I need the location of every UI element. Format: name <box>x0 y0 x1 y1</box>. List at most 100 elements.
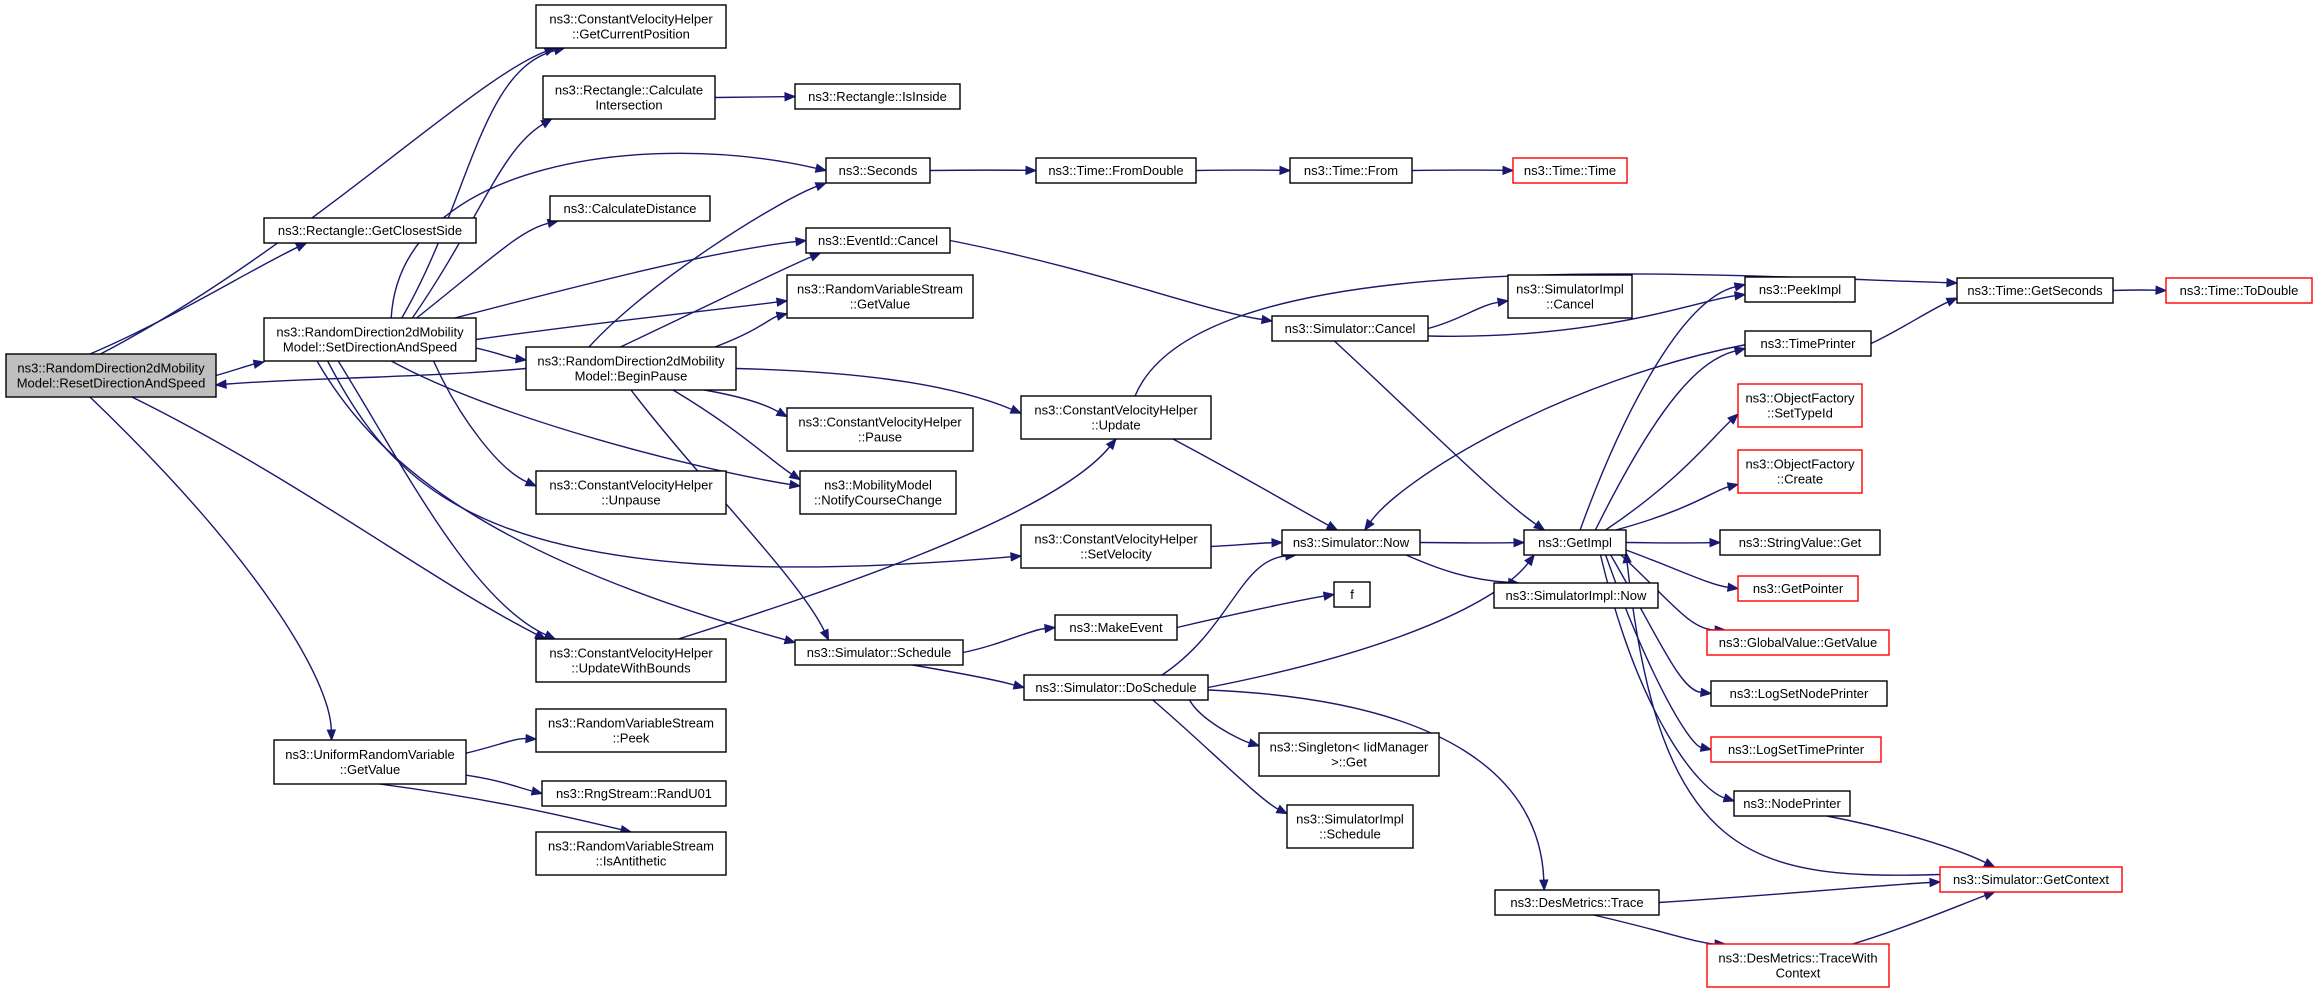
graph-node-updbounds[interactable]: ns3::ConstantVelocityHelper::UpdateWithB… <box>535 638 727 683</box>
arrowhead-icon <box>1260 314 1274 325</box>
graph-node-isinside[interactable]: ns3::Rectangle::IsInside <box>794 83 961 110</box>
edge-line <box>1176 595 1325 629</box>
edge-line <box>225 367 527 385</box>
graph-node-getcurpos[interactable]: ns3::ConstantVelocityHelper::GetCurrentP… <box>535 4 727 49</box>
graph-node-getimpl[interactable]: ns3::GetImpl <box>1523 529 1627 556</box>
node-label: ns3::Rectangle::Calculate <box>555 83 703 98</box>
graph-node-calcdist[interactable]: ns3::CalculateDistance <box>549 195 711 222</box>
edge-getcontext-to-getimpl <box>1622 551 1941 876</box>
graph-node-getpointer[interactable]: ns3::GetPointer <box>1737 575 1859 602</box>
graph-node-urv[interactable]: ns3::UniformRandomVariable::GetValue <box>273 739 467 785</box>
node-label: Model::SetDirectionAndSpeed <box>283 340 457 355</box>
graph-node-f[interactable]: f <box>1333 581 1371 608</box>
node-label: ns3::Time::ToDouble <box>2180 283 2299 298</box>
arrowhead-icon <box>1539 879 1549 892</box>
arrowhead-icon <box>326 729 337 742</box>
edge-evcancel-to-simcancel <box>949 239 1274 325</box>
node-box <box>1512 157 1628 184</box>
edge-line <box>1626 562 1941 876</box>
node-label: ::Cancel <box>1546 297 1594 312</box>
graph-node-getcontext[interactable]: ns3::Simulator::GetContext <box>1939 866 2123 893</box>
edge-line <box>1172 438 1329 526</box>
node-box <box>273 739 467 785</box>
node-box <box>1939 866 2123 893</box>
node-label: ns3::RandomDirection2dMobility <box>276 325 464 340</box>
arrowhead-icon <box>1502 165 1515 176</box>
graph-node-nodeprinter[interactable]: ns3::NodePrinter <box>1733 790 1851 817</box>
edge-line <box>475 301 778 341</box>
arrowhead-icon <box>514 353 528 364</box>
node-box <box>805 227 951 254</box>
graph-node-rvspeek[interactable]: ns3::RandomVariableStream::Peek <box>535 708 727 753</box>
graph-node-peekimpl[interactable]: ns3::PeekImpl <box>1744 276 1856 303</box>
graph-node-dosched[interactable]: ns3::Simulator::DoSchedule <box>1023 674 1209 701</box>
edge-line <box>379 783 622 831</box>
edge-setvel-to-simnow <box>1210 538 1284 548</box>
graph-node-logtime[interactable]: ns3::LogSetTimePrinter <box>1710 736 1882 763</box>
edge-line <box>326 360 1012 568</box>
graph-node-singleton[interactable]: ns3::Singleton< IidManager >::Get <box>1258 732 1440 777</box>
edge-setdir-to-updbounds <box>337 360 557 640</box>
node-label: Model::BeginPause <box>575 369 688 384</box>
graph-node-reset[interactable]: ns3::RandomDirection2dMobilityModel::Res… <box>5 353 217 398</box>
graph-node-ofcreate[interactable]: ns3::ObjectFactory::Create <box>1737 449 1863 494</box>
node-label: ns3::SimulatorImpl <box>1516 282 1624 297</box>
graph-node-destrace[interactable]: ns3::DesMetrics::Trace <box>1494 889 1660 916</box>
graph-node-randu01[interactable]: ns3::RngStream::RandU01 <box>541 780 727 807</box>
graph-node-fromdouble[interactable]: ns3::Time::FromDouble <box>1035 157 1197 184</box>
graph-node-evcancel[interactable]: ns3::EventId::Cancel <box>805 227 951 254</box>
arrowhead-icon <box>540 118 553 129</box>
edge-line <box>588 185 817 348</box>
arrowhead-icon <box>1533 520 1546 531</box>
edge-getimpl-to-getpointer <box>1625 549 1740 592</box>
graph-node-gvget[interactable]: ns3::GlobalValue::GetValue <box>1706 629 1890 656</box>
graph-node-simcancel[interactable]: ns3::Simulator::Cancel <box>1271 315 1429 342</box>
arrowhead-icon <box>783 635 797 645</box>
graph-node-timefrom[interactable]: ns3::Time::From <box>1289 157 1413 184</box>
node-label: ns3::ConstantVelocityHelper <box>798 415 962 430</box>
edge-line <box>1615 486 1729 531</box>
graph-node-timetime[interactable]: ns3::Time::Time <box>1512 157 1628 184</box>
graph-node-setvel[interactable]: ns3::ConstantVelocityHelper::SetVelocity <box>1020 524 1212 569</box>
graph-node-schedule[interactable]: ns3::Simulator::Schedule <box>794 639 964 666</box>
node-label: Context <box>1776 966 1821 981</box>
edge-line <box>411 123 544 319</box>
edge-line <box>714 315 778 348</box>
node-label: f <box>1350 587 1354 602</box>
graph-node-settypeid[interactable]: ns3::ObjectFactory::SetTypeId <box>1737 383 1863 428</box>
edge-line <box>1594 350 1736 531</box>
edge-simnow-to-implnow <box>1405 554 1520 588</box>
graph-node-seconds[interactable]: ns3::Seconds <box>825 157 931 184</box>
graph-node-implnow[interactable]: ns3::SimulatorImpl::Now <box>1493 582 1659 609</box>
graph-node-simnow[interactable]: ns3::Simulator::Now <box>1281 529 1421 556</box>
graph-node-lognode[interactable]: ns3::LogSetNodePrinter <box>1710 680 1888 707</box>
graph-node-implcancel[interactable]: ns3::SimulatorImpl::Cancel <box>1507 274 1633 319</box>
graph-node-implsched[interactable]: ns3::SimulatorImpl::Schedule <box>1286 804 1414 849</box>
edge-line <box>678 446 1111 640</box>
graph-node-antithetic[interactable]: ns3::RandomVariableStream::IsAntithetic <box>535 831 727 876</box>
graph-node-todouble[interactable]: ns3::Time::ToDouble <box>2165 277 2313 304</box>
node-box <box>549 195 711 222</box>
arrowhead-icon <box>1025 165 1038 176</box>
graph-node-timeprinter[interactable]: ns3::TimePrinter <box>1744 330 1872 357</box>
node-box <box>1737 383 1863 428</box>
graph-node-closest[interactable]: ns3::Rectangle::GetClosestSide <box>263 217 477 244</box>
graph-node-notify[interactable]: ns3::MobilityModel::NotifyCourseChange <box>799 470 957 515</box>
edge-line <box>620 256 812 348</box>
graph-node-getsec[interactable]: ns3::Time::GetSeconds <box>1956 277 2114 304</box>
graph-node-cvhupdate[interactable]: ns3::ConstantVelocityHelper::Update <box>1020 395 1212 440</box>
graph-node-rvsget[interactable]: ns3::RandomVariableStream::GetValue <box>786 274 974 319</box>
arrowhead-icon <box>814 163 828 173</box>
graph-node-makeevent[interactable]: ns3::MakeEvent <box>1054 614 1178 641</box>
graph-node-unpause[interactable]: ns3::ConstantVelocityHelper::Unpause <box>535 470 727 515</box>
graph-node-beginpause[interactable]: ns3::RandomDirection2dMobilityModel::Beg… <box>525 346 737 391</box>
edge-setdir-to-rvsget <box>475 297 789 341</box>
graph-node-strget[interactable]: ns3::StringValue::Get <box>1719 529 1881 556</box>
graph-node-cvhpause[interactable]: ns3::ConstantVelocityHelper::Pause <box>786 407 974 452</box>
arrowhead-icon <box>1009 404 1023 414</box>
arrowhead-icon <box>1726 482 1740 492</box>
graph-node-setdir[interactable]: ns3::RandomDirection2dMobilityModel::Set… <box>263 317 477 362</box>
node-label: ns3::Simulator::DoSchedule <box>1035 680 1196 695</box>
